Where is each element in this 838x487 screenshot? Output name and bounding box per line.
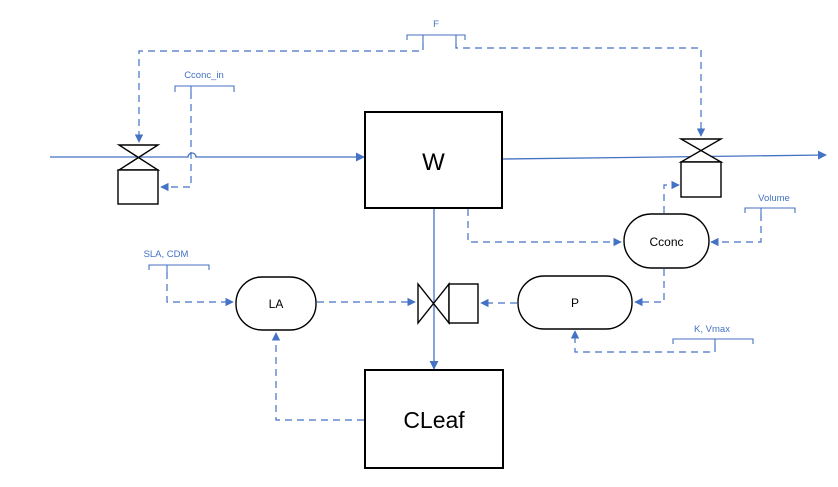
- link-volume-to-cconc: [710, 214, 762, 247]
- valve-actuator-box: [448, 283, 479, 324]
- stock-cleaf[interactable]: CLeaf: [364, 369, 504, 469]
- stock-cleaf-label: CLeaf: [403, 407, 465, 433]
- k-vmax-bracket: [672, 338, 754, 345]
- param-f-label: F: [433, 19, 439, 30]
- link-k-vmax-to-p: [570, 330, 716, 353]
- link-cconc-in-to-inflow-valve: [160, 92, 192, 192]
- signal-links: [134, 43, 762, 421]
- aux-p-shape: [517, 275, 633, 330]
- volume-bracket: [744, 207, 796, 214]
- aux-p[interactable]: P: [517, 275, 633, 330]
- link-sla-cdm-to-la: [166, 272, 234, 307]
- valve-actuator-box: [680, 161, 722, 198]
- link-cconc-to-outflow-valve: [663, 180, 680, 213]
- link-cleaf-to-la: [271, 332, 364, 421]
- link-cconc-to-p: [634, 269, 665, 307]
- stock-cleaf-box: [364, 369, 504, 469]
- aux-cconc-shape: [623, 213, 710, 269]
- stock-w-label: W: [422, 149, 445, 176]
- param-volume-label: Volume: [758, 193, 790, 204]
- parameter-brackets: [148, 34, 796, 345]
- outflow-line: [502, 150, 827, 160]
- aux-la-label: LA: [269, 297, 284, 311]
- param-sla-cdm-label: SLA, CDM: [144, 249, 189, 260]
- aux-cconc[interactable]: Cconc: [623, 213, 710, 269]
- aux-la-shape: [235, 276, 317, 331]
- inflow-valve[interactable]: [116, 144, 161, 205]
- sla-cdm-bracket: [148, 264, 210, 272]
- link-w-to-cconc: [467, 209, 622, 247]
- uptake-valve[interactable]: [417, 281, 479, 326]
- stock-w[interactable]: W: [364, 111, 503, 209]
- cconc-in-bracket: [174, 85, 235, 92]
- aux-cconc-label: Cconc: [649, 235, 683, 249]
- inflow-line: [50, 152, 365, 162]
- flows: [50, 150, 827, 370]
- link-f-to-inflow-valve: [134, 43, 424, 143]
- valve-actuator-box: [117, 169, 159, 205]
- f-bracket: [406, 34, 466, 43]
- param-cconc-in-label: Cconc_in: [184, 70, 224, 81]
- aux-p-label: P: [571, 296, 579, 310]
- outflow-valve[interactable]: [678, 138, 724, 198]
- param-k-vmax-label: K, Vmax: [694, 324, 730, 335]
- link-f-to-outflow-valve: [455, 43, 706, 137]
- valve-bowtie-icon: [678, 138, 724, 163]
- stock-w-box: [364, 111, 503, 209]
- aux-la[interactable]: LA: [235, 276, 317, 331]
